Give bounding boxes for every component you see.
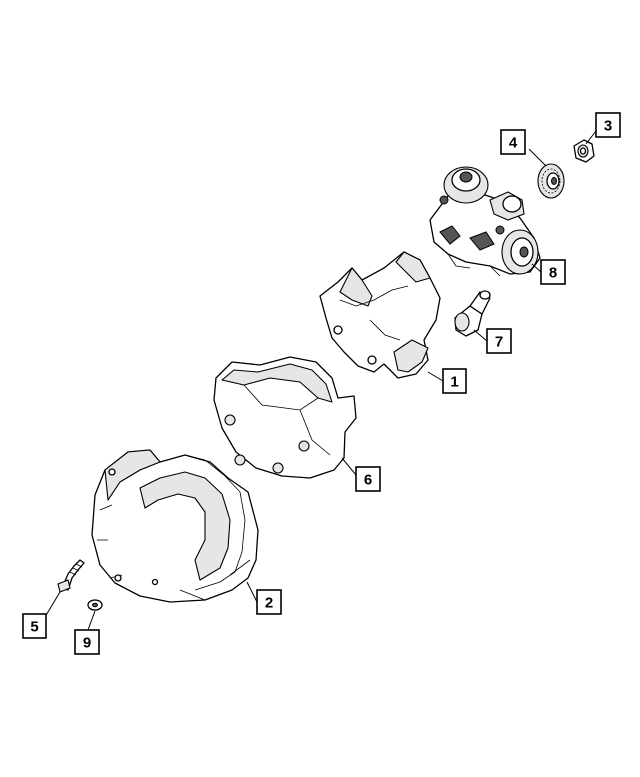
callout-3[interactable]: 3 <box>595 112 621 138</box>
svg-text:6: 6 <box>364 472 372 489</box>
callout-6[interactable]: 6 <box>355 466 381 492</box>
part-1-bracket[interactable] <box>319 251 441 379</box>
leader-lines <box>44 130 597 631</box>
callout-7[interactable]: 7 <box>486 328 512 354</box>
svg-text:9: 9 <box>83 635 91 652</box>
svg-text:8: 8 <box>549 265 557 282</box>
part-4-gear[interactable] <box>537 163 565 199</box>
part-3-nut[interactable] <box>573 139 595 163</box>
callout-9[interactable]: 9 <box>74 629 100 655</box>
part-5-stud[interactable] <box>57 559 85 593</box>
svg-text:2: 2 <box>265 595 273 612</box>
svg-text:4: 4 <box>509 135 518 152</box>
part-7-sleeve[interactable] <box>454 290 491 337</box>
callout-5[interactable]: 5 <box>22 613 47 639</box>
svg-text:3: 3 <box>604 118 612 135</box>
callout-4[interactable]: 4 <box>500 129 526 155</box>
callout-8[interactable]: 8 <box>540 259 566 285</box>
part-8-fuel-pump[interactable] <box>429 166 541 277</box>
part-9-washer[interactable] <box>87 599 103 611</box>
callout-2[interactable]: 2 <box>256 589 282 615</box>
svg-text:7: 7 <box>495 334 503 351</box>
svg-text:5: 5 <box>30 619 38 636</box>
svg-text:1: 1 <box>450 374 458 391</box>
part-2-outer-cover[interactable] <box>91 449 259 603</box>
part-6-gasket[interactable] <box>213 356 357 479</box>
callout-1[interactable]: 1 <box>442 368 467 394</box>
